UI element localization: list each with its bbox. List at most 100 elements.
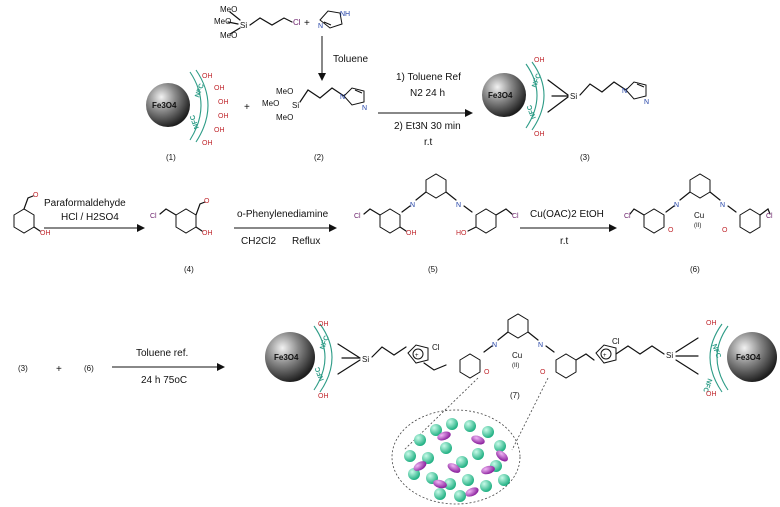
cond-1d: r.t xyxy=(424,137,433,148)
cu-complex-center-7: N N Cu (II) O O xyxy=(459,313,595,379)
svg-text:O: O xyxy=(33,192,39,199)
svg-text:N: N xyxy=(492,342,497,349)
svg-text:OH: OH xyxy=(40,230,51,237)
svg-text:N: N xyxy=(318,23,323,30)
svg-text:O: O xyxy=(204,198,210,205)
svg-text:MeO: MeO xyxy=(220,31,237,40)
salicylaldehyde: O OH xyxy=(13,192,51,237)
svg-text:OH: OH xyxy=(202,73,213,80)
reagent-2d: Cu(OAC)2 EtOH xyxy=(530,209,604,220)
svg-text:OH: OH xyxy=(706,391,717,398)
compound-7-label: (7) xyxy=(510,391,520,400)
svg-text:NFC: NFC xyxy=(189,114,200,130)
plus-sign-1: + xyxy=(244,102,250,113)
svg-text:N: N xyxy=(362,105,367,112)
svg-text:Si: Si xyxy=(570,92,577,101)
svg-text:Fe3O4: Fe3O4 xyxy=(736,353,761,362)
np-right-7: + Cl Si Fe3O4 NFC NFC OH OH xyxy=(595,320,777,398)
svg-text:Cl: Cl xyxy=(293,18,301,27)
svg-text:Cl: Cl xyxy=(150,213,157,220)
svg-text:N: N xyxy=(410,202,415,209)
cond-2c: Reflux xyxy=(292,236,320,247)
svg-text:O: O xyxy=(668,227,674,234)
reagent-2b: HCl / H2SO4 xyxy=(61,212,119,223)
svg-text:HO: HO xyxy=(456,230,467,237)
svg-text:NFC: NFC xyxy=(710,343,721,359)
compound-3-label: (3) xyxy=(580,153,590,162)
svg-text:O: O xyxy=(540,369,546,376)
np-left-7: Fe3O4 NFC NFC OH OH Si + Cl xyxy=(265,321,447,400)
compound-1-label: (1) xyxy=(166,153,176,162)
solvent-2c: CH2Cl2 xyxy=(241,236,276,247)
svg-text:OH: OH xyxy=(318,393,329,400)
svg-text:N: N xyxy=(622,88,627,95)
compound-5-label: (5) xyxy=(428,265,438,274)
reagent-2a: Paraformaldehyde xyxy=(44,198,126,209)
svg-text:OH: OH xyxy=(534,131,545,138)
plus-sign-3: + xyxy=(56,364,62,375)
svg-text:OH: OH xyxy=(318,321,329,328)
svg-text:O: O xyxy=(722,227,728,234)
svg-text:O: O xyxy=(484,369,490,376)
svg-text:Si: Si xyxy=(362,355,369,364)
svg-text:Si: Si xyxy=(240,21,247,30)
salen-ligand-5: N N OH HO Cl Cl xyxy=(354,173,519,237)
svg-text:Cl: Cl xyxy=(612,337,620,346)
svg-text:OH: OH xyxy=(218,99,229,106)
svg-text:Cl: Cl xyxy=(354,213,361,220)
compound-2-label: (2) xyxy=(314,153,324,162)
svg-text:+: + xyxy=(603,353,607,359)
svg-text:NH: NH xyxy=(340,11,350,18)
svg-text:MeO: MeO xyxy=(262,99,279,108)
toluene-label: Toluene xyxy=(333,54,368,65)
svg-text:N: N xyxy=(456,202,461,209)
svg-text:Cl: Cl xyxy=(432,343,440,352)
zoom-line-left xyxy=(403,377,479,451)
svg-text:NFC: NFC xyxy=(701,377,712,393)
svg-text:NFC: NFC xyxy=(314,366,325,382)
cond-3b: 24 h 75oC xyxy=(141,375,187,386)
svg-text:N: N xyxy=(720,202,725,209)
svg-text:Cu: Cu xyxy=(512,351,522,360)
cond-3a: Toluene ref. xyxy=(136,348,188,359)
svg-text:Fe3O4: Fe3O4 xyxy=(152,101,177,110)
svg-text:Fe3O4: Fe3O4 xyxy=(274,353,299,362)
svg-text:OH: OH xyxy=(214,127,225,134)
svg-text:N: N xyxy=(538,342,543,349)
svg-text:OH: OH xyxy=(218,113,229,120)
svg-text:N: N xyxy=(674,202,679,209)
imidazolyl-silane: MeO MeO MeO Si N N xyxy=(262,87,367,122)
svg-text:Si: Si xyxy=(666,351,673,360)
svg-text:N: N xyxy=(340,94,345,101)
svg-text:MeO: MeO xyxy=(214,17,231,26)
svg-text:MeO: MeO xyxy=(276,113,293,122)
svg-text:Cl: Cl xyxy=(766,213,773,220)
functionalized-np-3: Fe3O4 NFC NFC OH OH Si N N xyxy=(482,57,649,138)
svg-text:OH: OH xyxy=(202,140,213,147)
svg-text:Cu: Cu xyxy=(694,211,704,220)
cond-2d: r.t xyxy=(560,236,569,247)
svg-text:OH: OH xyxy=(706,320,717,327)
compound-3-ref: (3) xyxy=(18,364,28,373)
svg-text:NFC: NFC xyxy=(531,73,542,89)
svg-text:(II): (II) xyxy=(512,363,519,369)
reagent-2c: o-Phenylenediamine xyxy=(237,209,329,220)
svg-text:OH: OH xyxy=(214,85,225,92)
plus-sign-top: + xyxy=(304,18,310,29)
svg-text:(II): (II) xyxy=(694,223,701,229)
chloromethyl-salicylaldehyde: Cl O OH xyxy=(150,198,213,237)
nanoparticle-1: Fe3O4 NFC NFC OH OH OH OH OH OH xyxy=(146,69,229,147)
chloropropyl-silane: MeO MeO MeO Si Cl xyxy=(214,5,301,40)
svg-text:N: N xyxy=(644,99,649,106)
svg-text:+: + xyxy=(415,353,419,359)
zoom-inset xyxy=(391,409,521,505)
svg-text:Cl: Cl xyxy=(624,213,631,220)
svg-text:OH: OH xyxy=(202,230,213,237)
compound-6-label: (6) xyxy=(690,265,700,274)
svg-text:Fe3O4: Fe3O4 xyxy=(488,91,513,100)
svg-text:MeO: MeO xyxy=(220,5,237,14)
svg-text:OH: OH xyxy=(406,230,417,237)
compound-6-ref: (6) xyxy=(84,364,94,373)
zoom-line-right xyxy=(511,377,549,451)
